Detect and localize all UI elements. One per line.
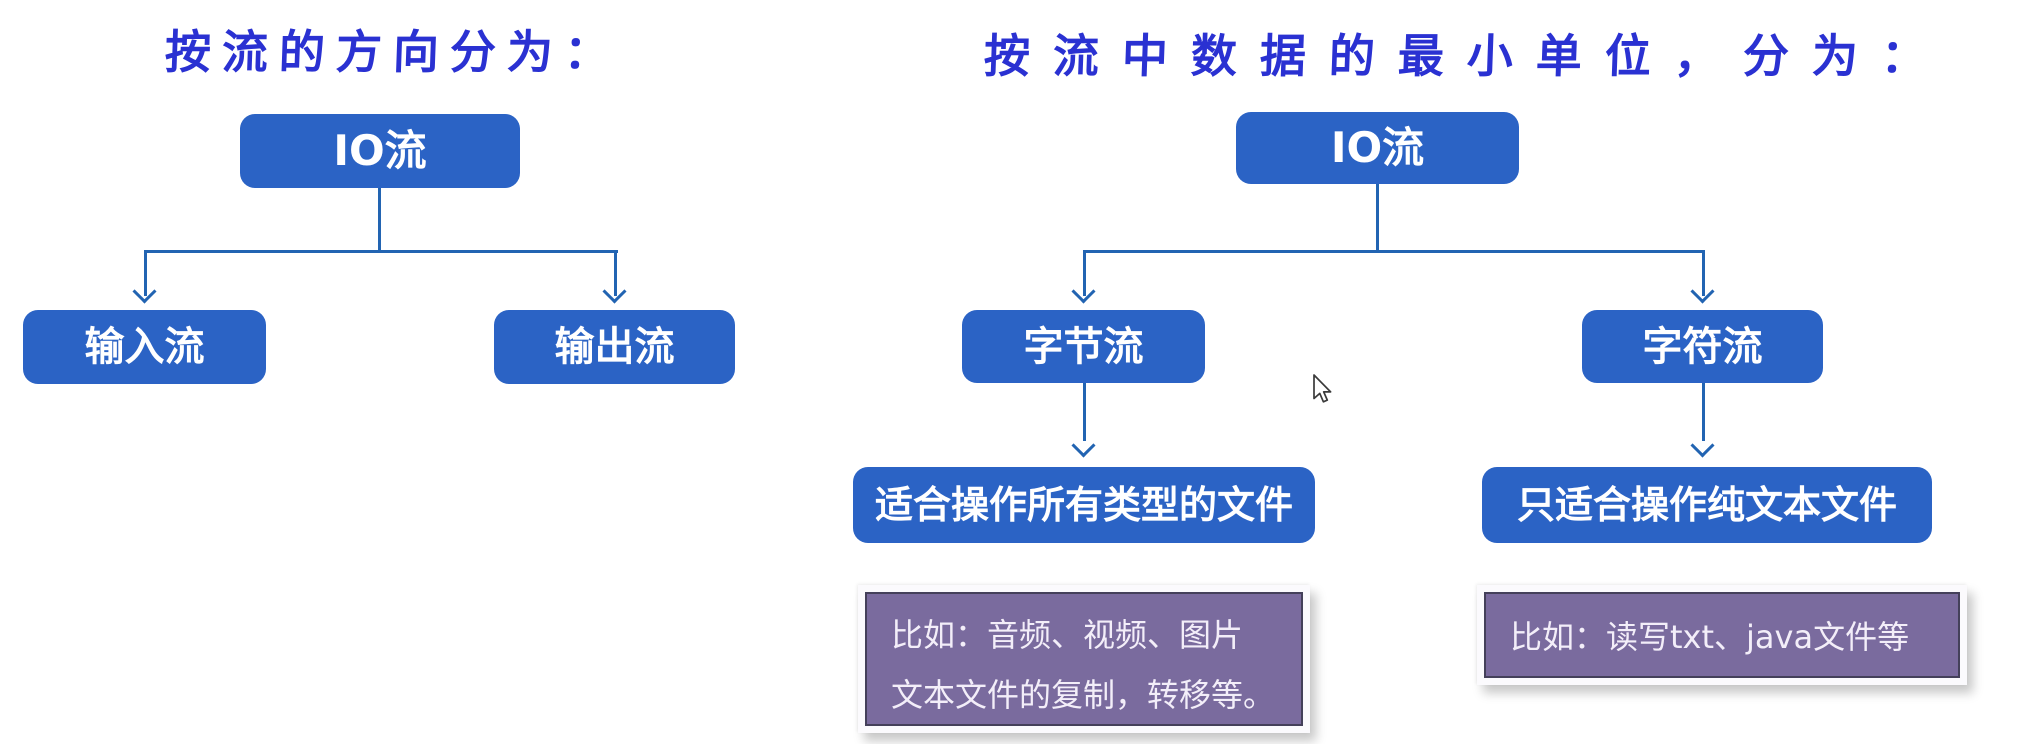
left-tree-title: 按流的方向分为： [163, 25, 622, 79]
byte-stream-note-node: 适合操作所有类型的文件 [853, 467, 1315, 543]
right-tree-title: 按流中数据的最小单位，分为： [982, 29, 1951, 83]
char-stream-note-node: 只适合操作纯文本文件 [1482, 467, 1932, 543]
connector-line [1702, 250, 1705, 296]
byte-stream-example-callout: 比如：音频、视频、图片 文本文件的复制，转移等。 [858, 585, 1310, 733]
connector-line [614, 250, 617, 296]
example-line: 比如：音频、视频、图片 [891, 616, 1244, 654]
mouse-cursor-icon [1313, 374, 1332, 403]
char-stream-node: 字符流 [1582, 310, 1823, 383]
input-stream-node: 输入流 [23, 310, 266, 384]
connector-line [1083, 250, 1705, 253]
left-io-stream-node: IO流 [240, 114, 520, 188]
arrow-down-icon [1071, 433, 1096, 458]
connector-line [144, 250, 147, 296]
byte-stream-example-text: 比如：音频、视频、图片 文本文件的复制，转移等。 [865, 592, 1303, 726]
connector-line [1702, 383, 1705, 441]
right-io-stream-node: IO流 [1236, 112, 1519, 184]
connector-line [1083, 250, 1086, 296]
arrow-down-icon [1690, 433, 1715, 458]
arrow-down-icon [1071, 279, 1096, 304]
byte-stream-node: 字节流 [962, 310, 1205, 383]
connector-line [144, 250, 618, 253]
arrow-down-icon [132, 279, 157, 304]
arrow-down-icon [602, 279, 627, 304]
example-line: 文本文件的复制，转移等。 [891, 676, 1276, 714]
char-stream-example-text: 比如：读写txt、java文件等 [1484, 592, 1960, 678]
connector-line [1083, 383, 1086, 441]
example-line: 比如：读写txt、java文件等 [1510, 618, 1910, 656]
connector-line [378, 188, 381, 250]
output-stream-node: 输出流 [494, 310, 735, 384]
arrow-down-icon [1690, 279, 1715, 304]
connector-line [1376, 184, 1379, 250]
char-stream-example-callout: 比如：读写txt、java文件等 [1477, 585, 1967, 685]
